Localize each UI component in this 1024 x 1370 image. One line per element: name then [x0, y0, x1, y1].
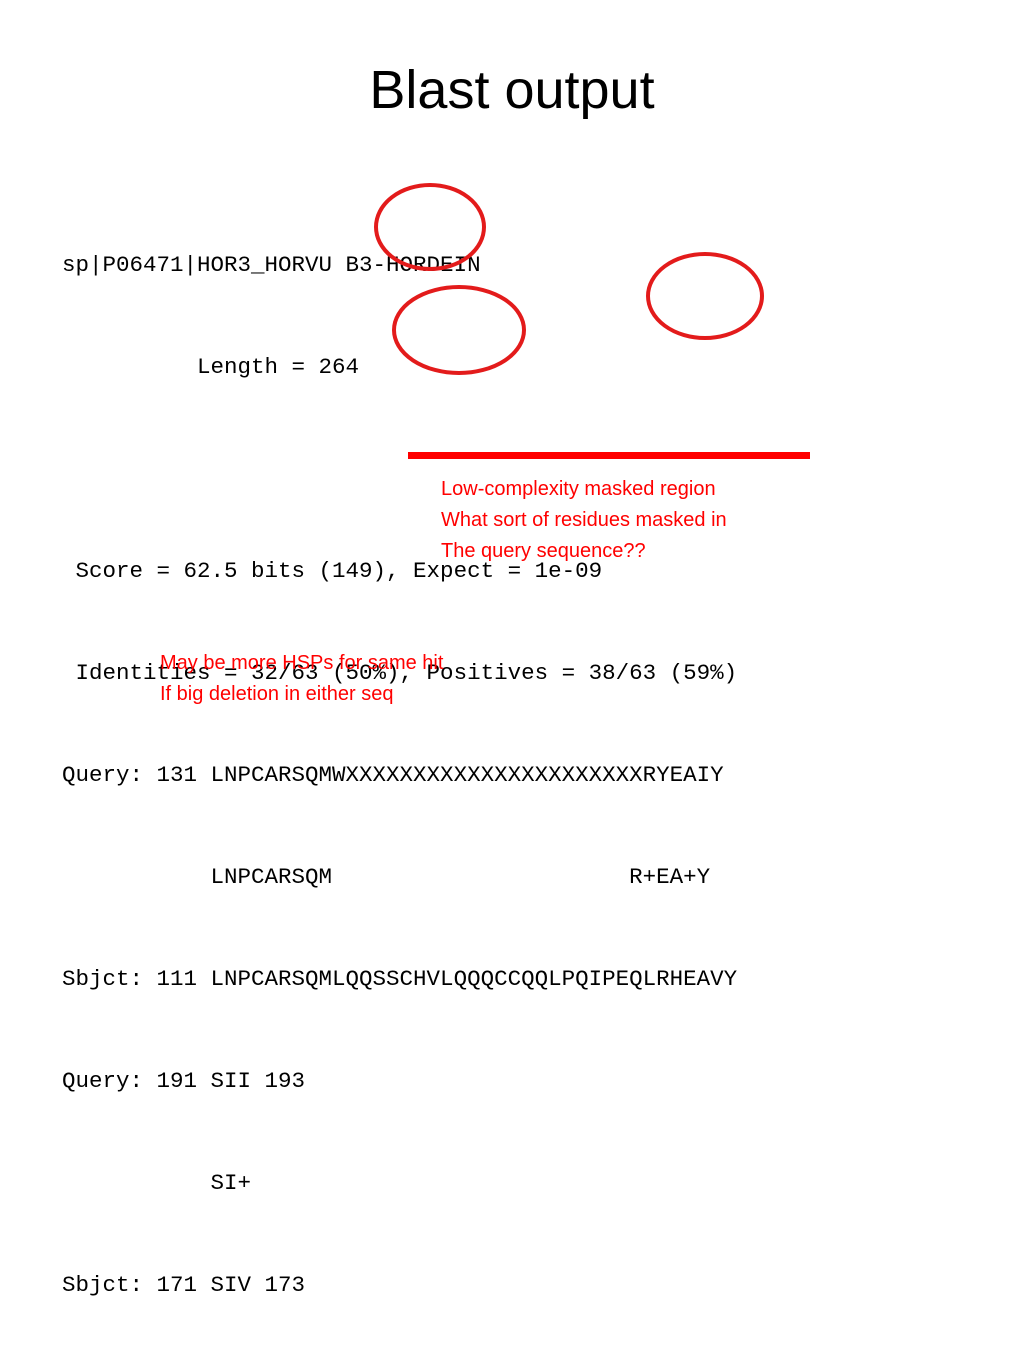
hsp-note-line-1: May be more HSPs for same hit — [160, 652, 444, 674]
low-complexity-note-line-2: What sort of residues masked in — [441, 509, 727, 531]
low-complexity-note-line-3: The query sequence?? — [441, 540, 646, 562]
match-line-1: LNPCARSQM R+EA+Y — [62, 864, 711, 890]
slide-title: Blast output — [369, 60, 655, 120]
blast-output-block: sp|P06471|HOR3_HORVU B3-HORDEIN Length =… — [62, 180, 737, 1370]
hsp-note-line-2: If big deletion in either seq — [160, 683, 394, 705]
score-line: Score = 62.5 bits (149), Expect = 1e-09 — [62, 558, 603, 584]
low-complexity-note: Low-complexity masked region What sort o… — [441, 474, 727, 567]
match-line-2: SI+ — [62, 1170, 252, 1196]
query-line-1: Query: 131 LNPCARSQMWXXXXXXXXXXXXXXXXXXX… — [62, 762, 724, 788]
length-line: Length = 264 — [62, 354, 360, 380]
hit-header-line: sp|P06471|HOR3_HORVU B3-HORDEIN — [62, 252, 481, 278]
hsp-note: May be more HSPs for same hit If big del… — [160, 648, 443, 710]
subject-line-2: Sbjct: 171 SIV 173 — [62, 1272, 306, 1298]
subject-line-1: Sbjct: 111 LNPCARSQMLQQSSCHVLQQQCCQQLPQI… — [62, 966, 738, 992]
low-complexity-note-line-1: Low-complexity masked region — [441, 478, 716, 500]
slide: Blast output sp|P06471|HOR3_HORVU B3-HOR… — [62, 60, 810, 1298]
identities-line: Identities = 32/63 (50%), Positives = 38… — [62, 660, 738, 686]
query-line-2: Query: 191 SII 193 — [62, 1068, 306, 1094]
